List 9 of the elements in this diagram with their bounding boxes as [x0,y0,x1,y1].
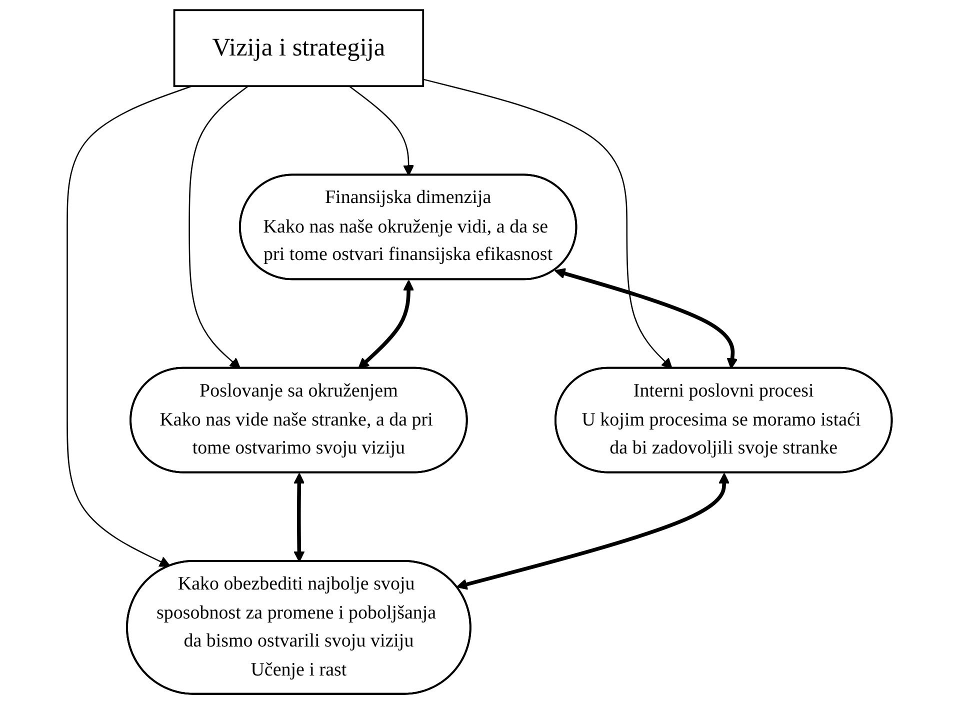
arrow [456,472,730,590]
arrow [348,86,414,176]
arrow [294,472,305,562]
arrow [554,268,738,369]
arrow [66,86,192,567]
node-box: Vizija i strategija [173,9,424,88]
arrow [188,86,249,369]
arrow [422,78,672,369]
arrow [358,280,414,369]
